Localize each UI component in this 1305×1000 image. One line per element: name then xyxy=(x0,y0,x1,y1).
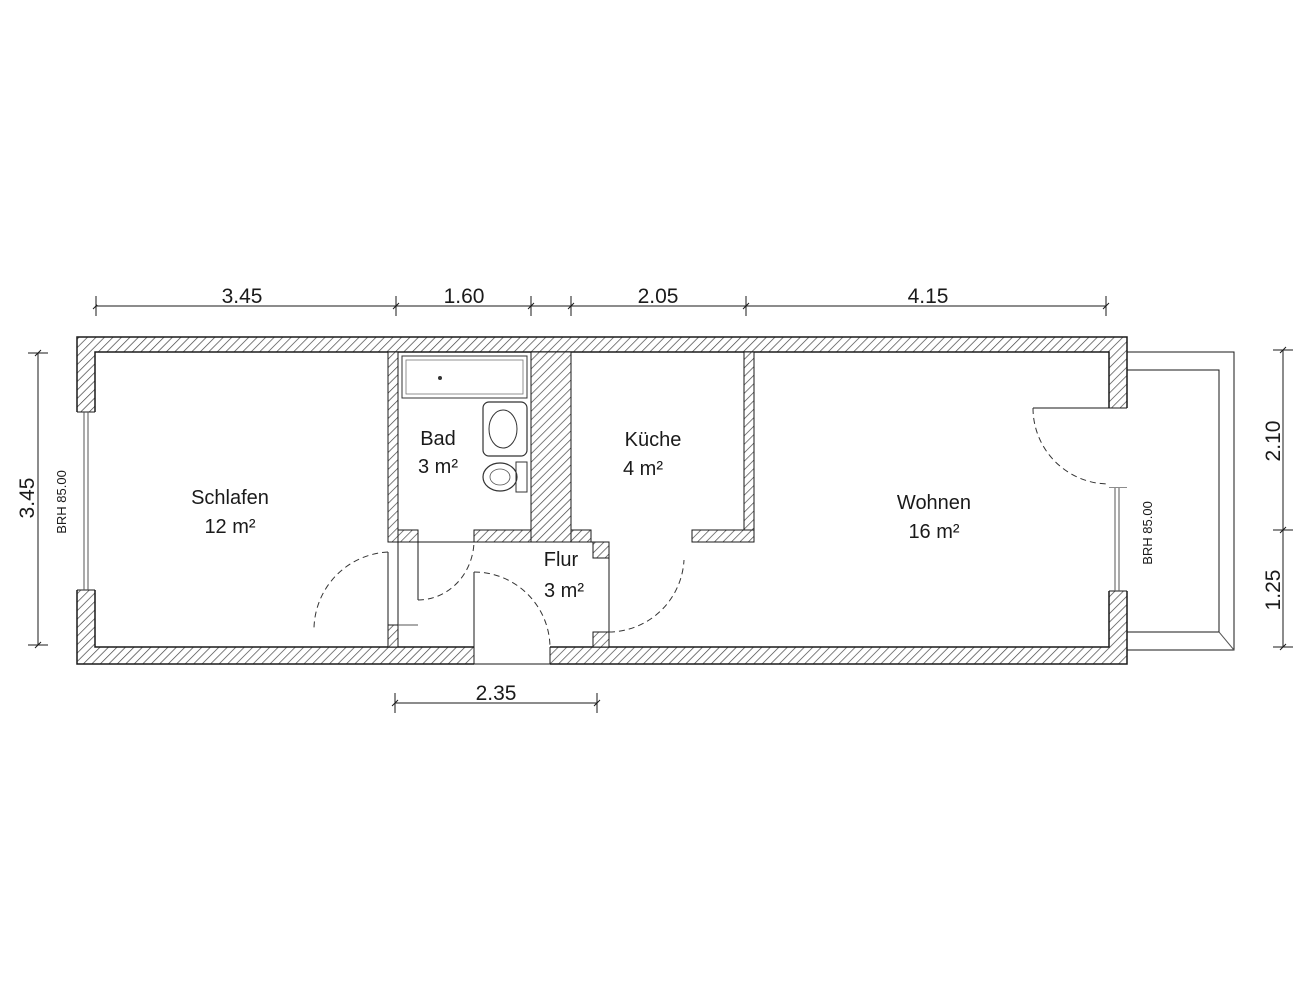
dimension-left: 3.45 xyxy=(16,349,48,649)
entrance-opening xyxy=(474,646,550,665)
wall-bad-bottom-left xyxy=(397,529,419,543)
wall-kueche-wohnen xyxy=(743,351,755,543)
wall-bad-bottom-right xyxy=(473,529,532,543)
window-left-brh: BRH 85.00 xyxy=(54,470,69,534)
drain-icon xyxy=(438,376,442,380)
bath-fixtures xyxy=(401,355,528,493)
door-balcony-swing xyxy=(1032,407,1110,485)
window-right-brh: BRH 85.00 xyxy=(1140,501,1155,565)
balcony xyxy=(1127,351,1235,651)
wall-flur-wohnen-bottom xyxy=(592,631,610,648)
dim-right-lower: 1.25 xyxy=(1262,570,1285,611)
sink xyxy=(482,401,528,457)
dimension-bottom: 2.35 xyxy=(391,682,601,713)
flur-outline xyxy=(397,541,594,647)
room-name-bad: Bad xyxy=(420,428,456,450)
room-area-kueche: 4 m² xyxy=(623,458,663,480)
door-bad-swing xyxy=(417,541,475,601)
window-right xyxy=(1108,488,1128,591)
openings xyxy=(76,407,1128,665)
room-area-flur: 3 m² xyxy=(544,580,584,602)
room-area-schlafen: 12 m² xyxy=(204,516,255,538)
balcony-door-opening xyxy=(1108,408,1128,488)
wall-kueche-bottom-right xyxy=(691,529,755,543)
dim-top-schlafen: 3.45 xyxy=(222,285,263,308)
room-labels: Schlafen 12 m² Bad 3 m² Küche 4 m² Wohne… xyxy=(191,428,971,602)
door-schlafen-swing xyxy=(313,551,389,629)
wall-schlafen-flur xyxy=(387,624,399,648)
room-area-bad: 3 m² xyxy=(418,456,458,478)
dimension-top: 3.45 1.60 2.05 4.15 xyxy=(92,285,1110,316)
window-left xyxy=(76,412,96,590)
dim-top-bad: 1.60 xyxy=(444,285,485,308)
walls xyxy=(76,336,1128,665)
bathtub xyxy=(401,355,528,399)
room-area-wohnen: 16 m² xyxy=(908,521,959,543)
dim-top-kueche: 2.05 xyxy=(638,285,679,308)
wall-schlafen-bad xyxy=(387,351,399,543)
doors xyxy=(313,407,1110,648)
wall-bad-kueche xyxy=(530,351,572,543)
toilet-bowl xyxy=(482,462,518,492)
wall-flur-wohnen-top xyxy=(592,541,610,559)
dim-right-upper: 2.10 xyxy=(1262,421,1285,462)
room-name-kueche: Küche xyxy=(625,429,682,451)
room-name-flur: Flur xyxy=(544,549,579,571)
room-name-schlafen: Schlafen xyxy=(191,487,269,509)
room-name-wohnen: Wohnen xyxy=(897,492,971,514)
dim-bottom-flur: 2.35 xyxy=(476,682,517,705)
toilet-tank xyxy=(515,461,528,493)
door-entrance-swing xyxy=(473,571,551,648)
dim-left-height: 3.45 xyxy=(16,478,39,519)
dim-top-wohnen: 4.15 xyxy=(908,285,949,308)
dimension-right: 2.10 1.25 xyxy=(1262,346,1293,651)
door-kueche-swing xyxy=(608,559,685,633)
wall-kueche-bottom-left xyxy=(570,529,592,543)
